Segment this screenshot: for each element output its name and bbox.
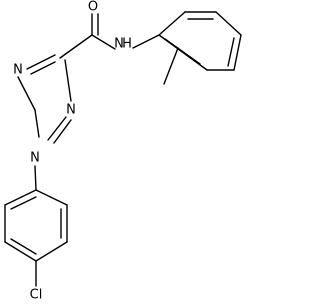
chemical-structure-diagram: O N H N N N Cl xyxy=(4,0,242,303)
bond-c3-n2 xyxy=(64,59,72,102)
oxygen-atom-label: O xyxy=(88,0,98,15)
bond-methyl xyxy=(163,47,179,85)
bond-t4-t5-inner xyxy=(227,37,235,67)
bond-nh-aryl xyxy=(132,34,160,49)
chlorine-atom-label: Cl xyxy=(30,288,43,303)
bond-n2-n1 xyxy=(47,116,67,141)
triazole-ring xyxy=(17,54,72,144)
bond-p4-p5 xyxy=(4,241,37,262)
bond-t4-t5 xyxy=(233,34,242,71)
bond-n2-n1-double xyxy=(53,119,72,144)
bond-t6-t1-inner xyxy=(164,38,201,65)
triazole-n4-label: N xyxy=(13,63,23,78)
bond-p6-p1-inner xyxy=(10,196,37,210)
amide-hydrogen-label: H xyxy=(122,37,132,52)
chlorophenyl-ring xyxy=(4,189,68,287)
triazole-n2-label: N xyxy=(66,103,76,118)
bond-p3-p4 xyxy=(35,241,68,262)
bond-t1-t2 xyxy=(158,11,186,36)
bond-p4-p5-inner xyxy=(10,238,37,255)
amide-nitrogen-label: N xyxy=(114,37,124,52)
bond-c3-n4-double xyxy=(30,61,56,75)
tolyl-ring xyxy=(158,11,242,85)
bond-c5-n4 xyxy=(17,76,36,111)
bond-n1-c5 xyxy=(34,109,40,138)
bond-carbonyl-n xyxy=(91,34,116,50)
bond-c3-carbonyl xyxy=(59,34,93,59)
bond-p6-p1 xyxy=(4,189,37,206)
carboxamide-group xyxy=(59,13,160,59)
bond-p1-p2 xyxy=(35,189,68,206)
bond-t3-t4 xyxy=(215,11,242,36)
bond-c3-n4 xyxy=(26,54,56,70)
bond-n1-phenyl xyxy=(34,165,37,191)
triazole-n1-label: N xyxy=(30,151,40,166)
